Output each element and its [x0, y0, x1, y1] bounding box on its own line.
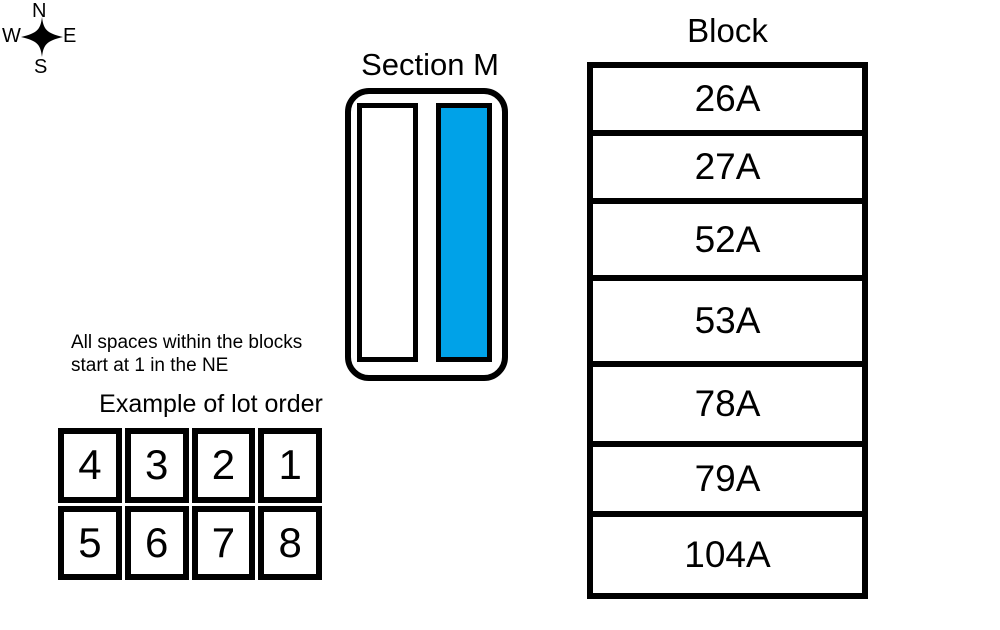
section-title: Section M: [361, 47, 499, 82]
compass-north-label: N: [32, 0, 47, 22]
block-row: 53A: [593, 281, 862, 367]
note-text: All spaces within the blocks start at 1 …: [71, 331, 302, 377]
block-row: 27A: [593, 136, 862, 204]
lot-cell: 4: [58, 428, 122, 503]
compass-south-label: S: [34, 56, 48, 78]
section-m-outline: [345, 88, 508, 381]
compass-west-label: W: [2, 25, 21, 47]
lot-cell: 6: [124, 505, 189, 580]
lot-cell: 3: [124, 428, 189, 503]
lot-cell: 8: [258, 505, 322, 580]
note-line-2: start at 1 in the NE: [71, 355, 229, 376]
block-title: Block: [687, 12, 768, 49]
lot-cell: 7: [191, 505, 256, 580]
block-row: 79A: [593, 447, 862, 517]
lot-order-grid: 4 3 2 1 5 6 7 8: [58, 428, 322, 580]
block-row: 26A: [593, 68, 862, 136]
section-m-west-row: [357, 103, 418, 362]
lot-cell: 2: [191, 428, 256, 503]
note-line-1: All spaces within the blocks: [71, 332, 303, 353]
section-m-east-row-highlighted: [436, 103, 492, 362]
compass-star-icon: [21, 17, 63, 57]
block-table: 26A 27A 52A 53A 78A 79A 104A: [587, 62, 868, 599]
block-row: 104A: [684, 534, 771, 575]
lot-cell: 5: [58, 505, 122, 580]
example-title: Example of lot order: [99, 390, 323, 418]
block-row: 78A: [593, 367, 862, 447]
compass-east-label: E: [63, 25, 77, 47]
compass-rose: N W E S: [0, 0, 90, 82]
block-row: 52A: [593, 204, 862, 281]
lot-cell: 1: [258, 428, 322, 503]
